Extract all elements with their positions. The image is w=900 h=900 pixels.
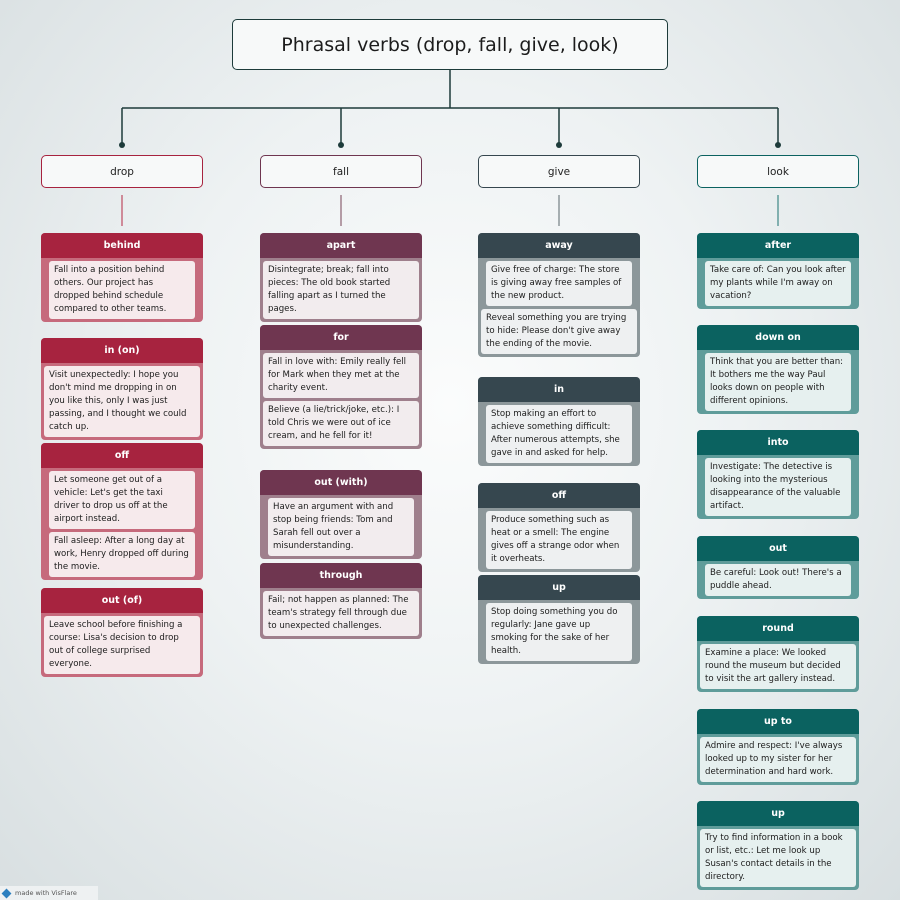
visflare-logo-icon xyxy=(1,888,12,898)
connector-dot xyxy=(775,142,781,148)
sense-text: Believe (a lie/trick/joke, etc.): I told… xyxy=(263,401,419,446)
particle-label: off xyxy=(41,443,203,468)
particle-label: down on xyxy=(697,325,859,350)
sense-text: Disintegrate; break; fall into pieces: T… xyxy=(263,261,419,319)
diagram-title: Phrasal verbs (drop, fall, give, look) xyxy=(232,19,668,70)
verb-node-look: look xyxy=(697,155,859,188)
particle-label: apart xyxy=(260,233,422,258)
particle-label: behind xyxy=(41,233,203,258)
watermark-text: made with VisFlare xyxy=(15,889,77,897)
sense-text: Fail; not happen as planned: The team's … xyxy=(263,591,419,636)
particle-label: out (of) xyxy=(41,588,203,613)
sense-text: Have an argument with and stop being fri… xyxy=(268,498,414,556)
sense-text: Fall asleep: After a long day at work, H… xyxy=(49,532,195,577)
particle-label: up xyxy=(478,575,640,600)
particle-label: out (with) xyxy=(260,470,422,495)
verb-node-fall: fall xyxy=(260,155,422,188)
particle-card: down on Think that you are better than: I… xyxy=(697,325,859,414)
particle-label: into xyxy=(697,430,859,455)
sense-text: Take care of: Can you look after my plan… xyxy=(705,261,851,306)
particle-card: up to Admire and respect: I've always loo… xyxy=(697,709,859,785)
sense-text: Leave school before finishing a course: … xyxy=(44,616,200,674)
sense-text: Stop making an effort to achieve somethi… xyxy=(486,405,632,463)
particle-label: out xyxy=(697,536,859,561)
sense-text: Reveal something you are trying to hide:… xyxy=(481,309,637,354)
sense-text: Produce something such as heat or a smel… xyxy=(486,511,632,569)
particle-card: out (with) Have an argument with and stop… xyxy=(260,470,422,559)
particle-label: away xyxy=(478,233,640,258)
particle-card: out (of) Leave school before finishing a … xyxy=(41,588,203,677)
sense-text: Visit unexpectedly: I hope you don't min… xyxy=(44,366,200,437)
sense-text: Fall into a position behind others. Our … xyxy=(49,261,195,319)
sense-text: Give free of charge: The store is giving… xyxy=(486,261,632,306)
connector-dot xyxy=(556,142,562,148)
particle-label: in (on) xyxy=(41,338,203,363)
connector-dot xyxy=(338,142,344,148)
particle-label: in xyxy=(478,377,640,402)
sense-text: Fall in love with: Emily really fell for… xyxy=(263,353,419,398)
verb-node-give: give xyxy=(478,155,640,188)
sense-text: Be careful: Look out! There's a puddle a… xyxy=(705,564,851,596)
particle-label: round xyxy=(697,616,859,641)
verb-node-drop: drop xyxy=(41,155,203,188)
particle-label: after xyxy=(697,233,859,258)
watermark: made with VisFlare xyxy=(0,886,98,900)
sense-text: Examine a place: We looked round the mus… xyxy=(700,644,856,689)
sense-text: Think that you are better than: It bothe… xyxy=(705,353,851,411)
particle-label: for xyxy=(260,325,422,350)
sense-text: Let someone get out of a vehicle: Let's … xyxy=(49,471,195,529)
particle-label: through xyxy=(260,563,422,588)
sense-text: Try to find information in a book or lis… xyxy=(700,829,856,887)
sense-text: Stop doing something you do regularly: J… xyxy=(486,603,632,661)
sense-text: Investigate: The detective is looking in… xyxy=(705,458,851,516)
particle-card: in (on) Visit unexpectedly: I hope you do… xyxy=(41,338,203,440)
particle-card: out Be careful: Look out! There's a puddl… xyxy=(697,536,859,599)
connector-dot xyxy=(119,142,125,148)
particle-label: up xyxy=(697,801,859,826)
sense-text: Admire and respect: I've always looked u… xyxy=(700,737,856,782)
particle-label: up to xyxy=(697,709,859,734)
particle-label: off xyxy=(478,483,640,508)
